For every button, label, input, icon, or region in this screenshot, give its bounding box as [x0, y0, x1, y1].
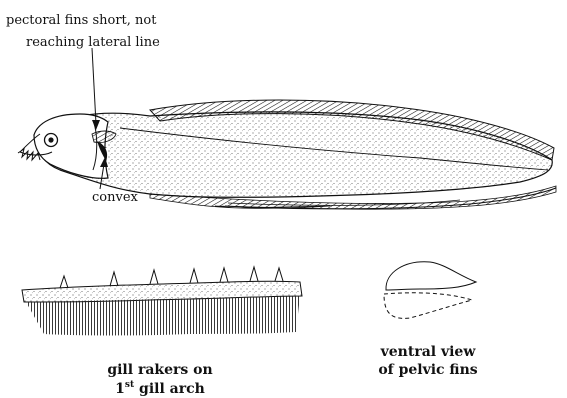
gill-arch-text: gill arch [134, 381, 205, 397]
pelvic-fin-lower [384, 293, 472, 319]
convex-label: convex [92, 190, 139, 205]
gill-rakers-illustration [22, 267, 302, 336]
pelvic-fins-illustration [384, 262, 476, 319]
pectoral-fin-label-line-1: pectoral fins short, not [6, 13, 157, 28]
gill-rakers-caption-line-2: 1st gill arch [115, 380, 205, 397]
gill-arch-number: 1 [115, 381, 125, 397]
gill-rakers [26, 296, 300, 336]
pupil [48, 137, 53, 142]
ventral-view-caption-line-2: of pelvic fins [378, 362, 477, 378]
pectoral-fin-label-line-2: reaching lateral line [26, 35, 160, 50]
gill-rakers-caption-line-1: gill rakers on [107, 362, 212, 378]
ventral-view-caption-line-1: ventral view [380, 344, 477, 360]
pelvic-fin-upper [386, 262, 476, 290]
